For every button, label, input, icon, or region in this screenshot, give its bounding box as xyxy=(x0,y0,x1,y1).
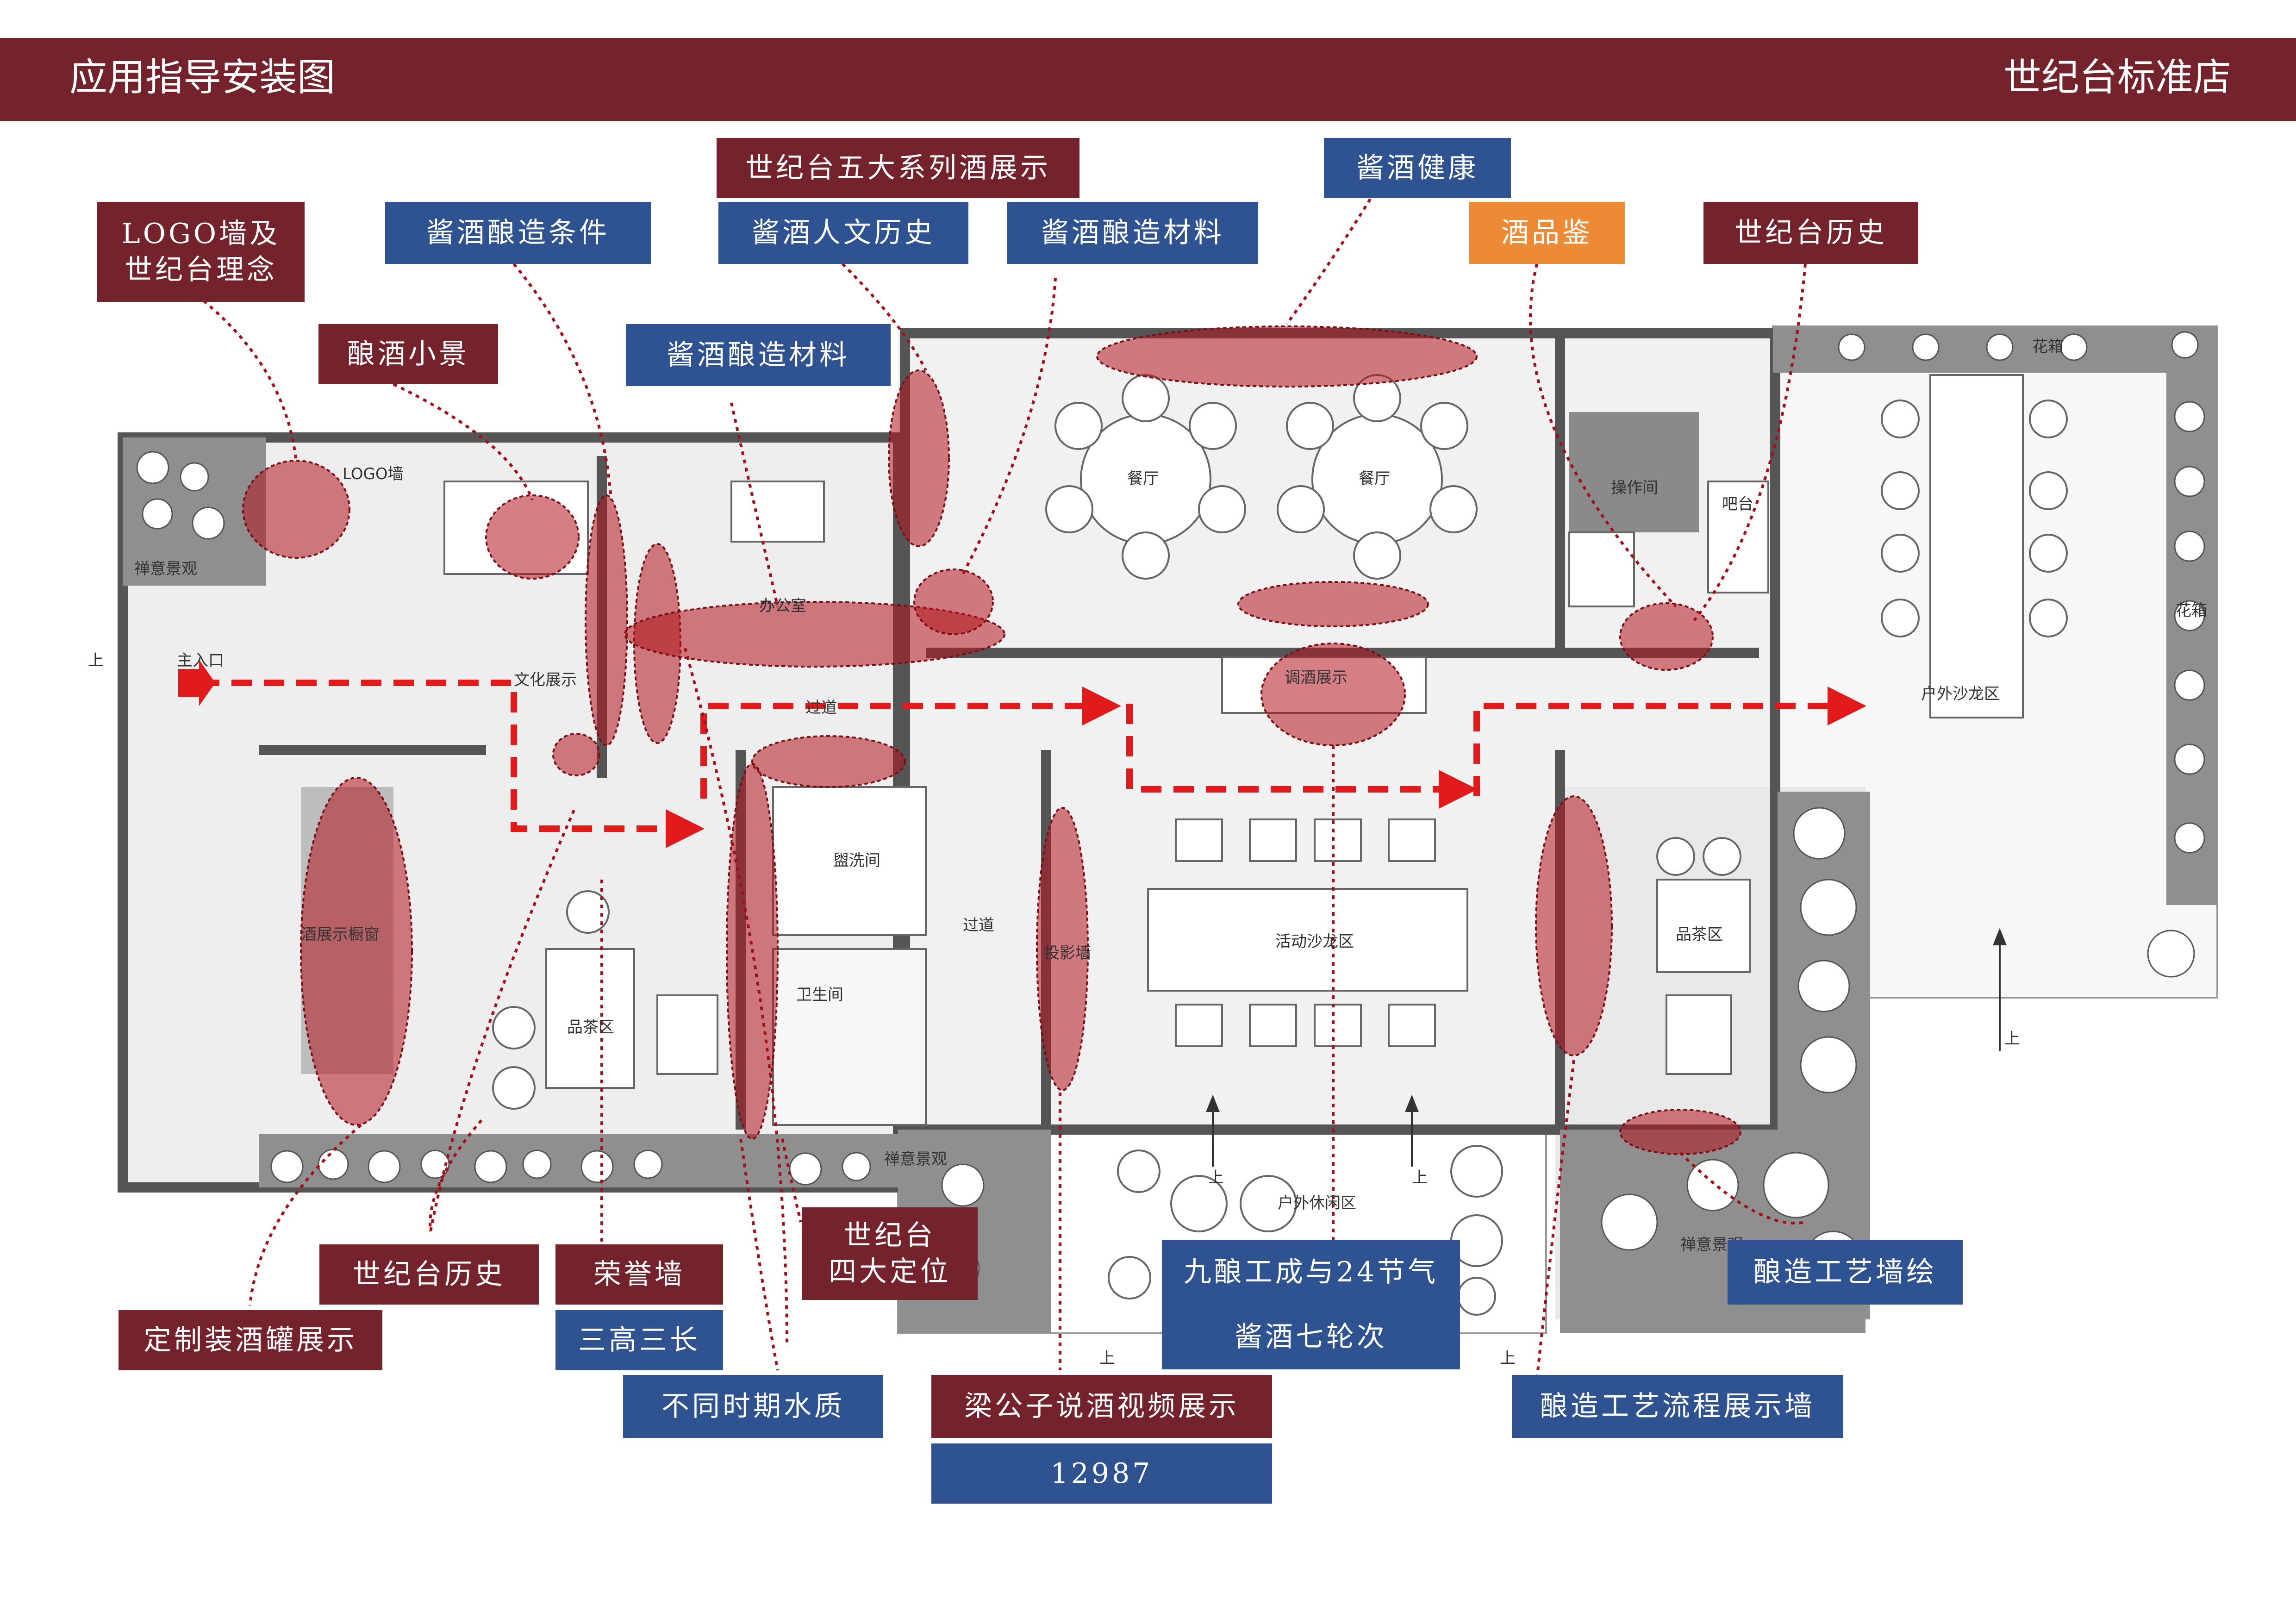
label-dining-1: 餐厅 xyxy=(1127,469,1159,488)
label-up-6: 上 xyxy=(1500,1349,1516,1368)
label-aisle-2: 过道 xyxy=(963,916,994,935)
operation-room-cabinet xyxy=(1568,531,1635,607)
tag-brew-scene: 酿酒小景 xyxy=(318,324,498,384)
label-up-5: 上 xyxy=(1099,1349,1115,1368)
visit-route xyxy=(199,680,1866,848)
tag-series-display: 世纪台五大系列酒展示 xyxy=(717,138,1079,198)
outdoor-chairs xyxy=(1108,400,2068,1316)
salon-furniture xyxy=(492,374,2024,1110)
toilet-room-block xyxy=(772,948,927,1126)
tag-history-bottom: 世纪台历史 xyxy=(319,1244,539,1305)
tag-seven-rounds: 酱酒七轮次 xyxy=(1162,1305,1460,1369)
bar-counter xyxy=(1707,481,1769,593)
label-up-4: 上 xyxy=(1412,1168,1428,1187)
tag-three-high: 三高三长 xyxy=(555,1310,723,1370)
highlight-zones xyxy=(242,325,1741,1155)
label-up-2: 上 xyxy=(2004,1030,2020,1048)
tag-wine-tasting: 酒品鉴 xyxy=(1469,202,1625,264)
label-up-1: 上 xyxy=(88,651,104,670)
label-outdoor-rest: 户外休闲区 xyxy=(1278,1194,1356,1212)
label-zen-2: 禅意景观 xyxy=(884,1150,947,1168)
stair-arrows xyxy=(1206,928,2007,1167)
label-mixing: 调酒展示 xyxy=(1285,668,1348,687)
label-logo: LOGO墙 xyxy=(343,465,404,483)
tag-logo-wall: LOGO墙及 世纪台理念 xyxy=(97,202,305,302)
label-up-3: 上 xyxy=(1208,1168,1224,1187)
label-flowerbox-1: 花箱 xyxy=(2032,337,2064,356)
tag-video: 梁公子说酒视频展示 xyxy=(931,1375,1272,1438)
tag-four-positions: 世纪台 四大定位 xyxy=(802,1207,978,1300)
label-tea-1: 品茶区 xyxy=(567,1018,614,1037)
tag-brew-material-top: 酱酒酿造材料 xyxy=(1007,202,1258,264)
label-wash: 盥洗间 xyxy=(833,851,880,870)
store-name: 世纪台标准店 xyxy=(2003,56,2231,100)
label-outdoor-salon: 户外沙龙区 xyxy=(1921,685,2000,703)
page-title: 应用指导安装图 xyxy=(69,56,336,100)
office-desk xyxy=(730,481,825,543)
label-zen-1: 禅意景观 xyxy=(134,560,197,578)
tag-health: 酱酒健康 xyxy=(1324,138,1511,198)
tag-brew-mural: 酿造工艺墙绘 xyxy=(1728,1240,1963,1305)
label-office: 办公室 xyxy=(759,597,806,615)
tag-custom-tank: 定制装酒罐展示 xyxy=(119,1310,382,1370)
tag-number: 12987 xyxy=(931,1443,1272,1504)
tag-process-wall: 酿造工艺流程展示墙 xyxy=(1512,1375,1843,1438)
label-dining-2: 餐厅 xyxy=(1359,469,1390,488)
label-culture: 文化展示 xyxy=(514,671,577,689)
label-salon: 活动沙龙区 xyxy=(1275,932,1354,951)
label-bar: 吧台 xyxy=(1722,495,1753,513)
label-aisle-1: 过道 xyxy=(805,699,837,717)
label-tea-2: 品茶区 xyxy=(1676,925,1723,944)
label-flowerbox-2: 花箱 xyxy=(2176,601,2207,620)
tag-jiu-niang: 九酿工成与24节气 xyxy=(1162,1240,1460,1305)
wash-room-block xyxy=(772,786,927,936)
label-projection: 投影墙 xyxy=(1044,944,1091,962)
header-bar xyxy=(0,38,2296,121)
tag-history-top: 世纪台历史 xyxy=(1703,202,1918,264)
operation-room-block xyxy=(1569,412,1699,532)
tag-honor-wall: 荣誉墙 xyxy=(555,1244,723,1305)
entrance-arrow xyxy=(178,660,215,706)
label-washroom: 卫生间 xyxy=(796,986,843,1004)
tag-brew-conditions: 酱酒酿造条件 xyxy=(385,202,651,264)
tag-brew-material-mid: 酱酒酿造材料 xyxy=(626,324,891,386)
tag-culture-history: 酱酒人文历史 xyxy=(718,202,968,264)
tag-water-quality: 不同时期水质 xyxy=(623,1375,883,1438)
label-showcase: 酒展示橱窗 xyxy=(301,925,380,944)
leader-lines xyxy=(203,198,1807,1380)
label-operation: 操作间 xyxy=(1611,479,1658,497)
label-entrance: 主入口 xyxy=(177,651,224,670)
dining-tables xyxy=(1045,374,1478,580)
